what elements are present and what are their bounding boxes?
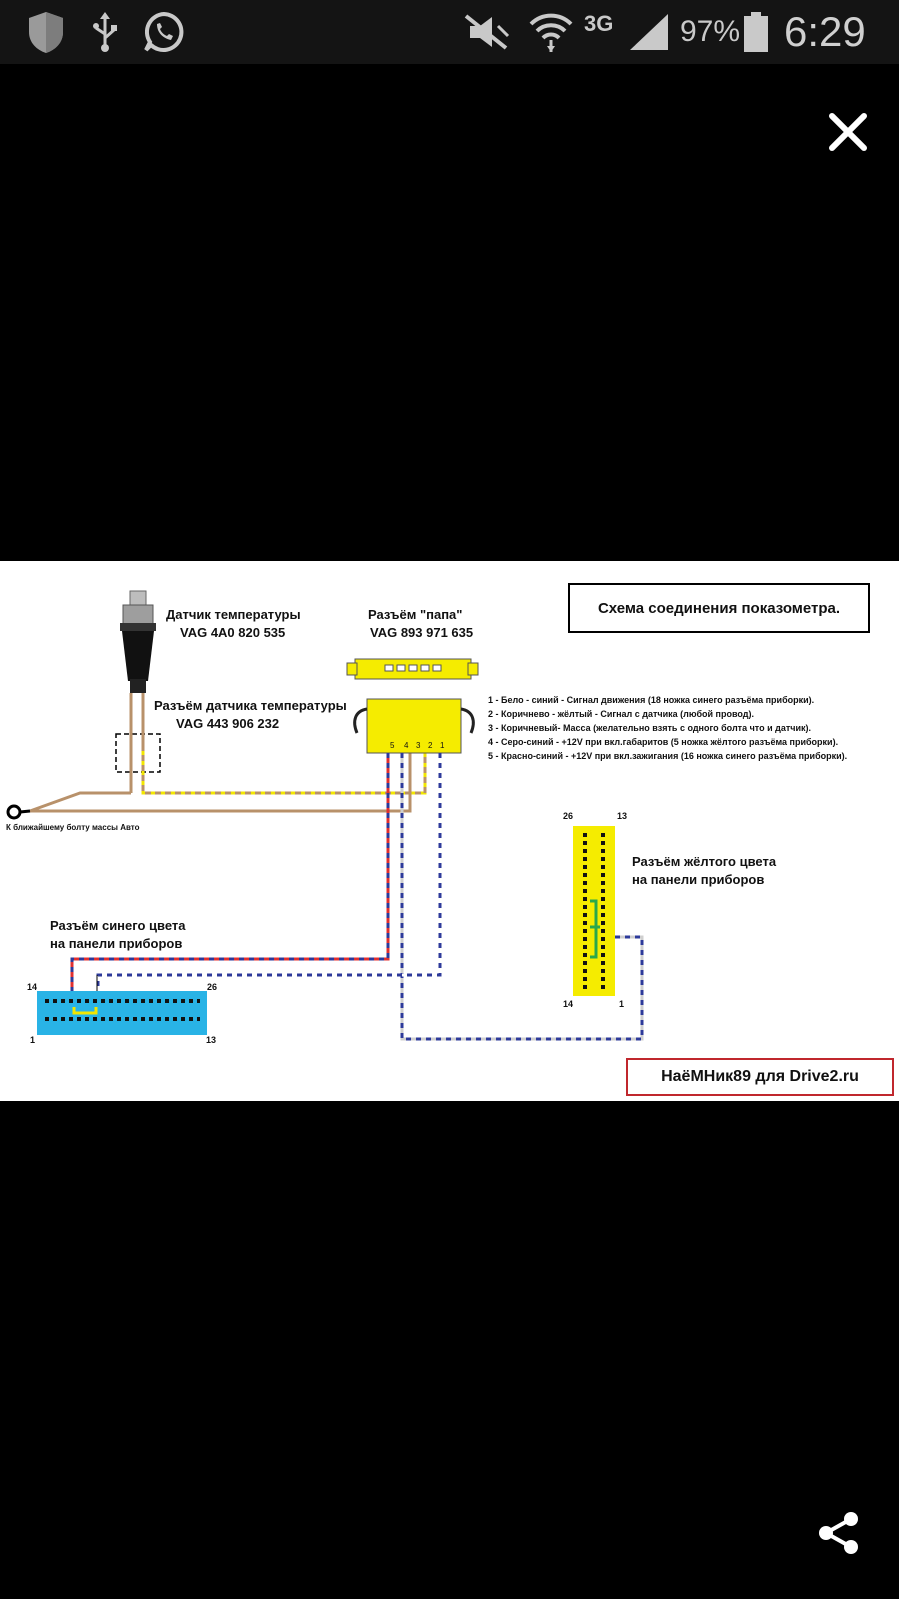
yellow-pin-1: 1 — [619, 999, 625, 1009]
male-connector-top — [346, 658, 479, 680]
shield-icon — [26, 0, 66, 64]
blue-panel-connector — [37, 991, 207, 1035]
yellow-pin-14: 14 — [563, 999, 574, 1009]
yellow-panel-connector — [573, 826, 615, 996]
blue-pin-1: 1 — [30, 1035, 36, 1045]
whatsapp-icon — [142, 0, 186, 64]
wifi-icon — [528, 0, 574, 64]
close-button[interactable] — [826, 110, 870, 154]
wiring-diagram-image[interactable]: Схема соединения показометра. Датчик тем… — [0, 561, 899, 1101]
status-bar: 3G 97% 6:29 — [0, 0, 899, 64]
male-pin-3: 3 — [416, 741, 421, 750]
yellow-connector-label-1: Разъём жёлтого цвета — [632, 854, 777, 869]
male-pin-1: 1 — [440, 741, 445, 750]
legend-item-1: 1 - Бело - синий - Сигнал движения (18 н… — [488, 695, 815, 705]
male-pin-2: 2 — [428, 741, 433, 750]
blue-pin-13: 13 — [206, 1035, 217, 1045]
wiring-diagram — [6, 590, 644, 1041]
mute-icon — [462, 0, 512, 64]
temperature-sensor — [120, 590, 156, 693]
sensor-connector-label: Разъём датчика температуры — [154, 698, 347, 713]
sensor-label: Датчик температуры — [166, 607, 301, 622]
signal-icon — [628, 0, 670, 64]
usb-icon — [90, 0, 120, 64]
sensor-connector-part: VAG 443 906 232 — [176, 716, 280, 731]
male-connector-label: Разъём "папа" — [368, 607, 463, 622]
blue-pin-14: 14 — [27, 982, 38, 992]
share-icon — [819, 1512, 858, 1554]
sensor-part: VAG 4A0 820 535 — [180, 625, 286, 640]
share-button[interactable] — [814, 1508, 864, 1558]
legend-item-2: 2 - Коричнево - жёлтый - Сигнал с датчик… — [488, 709, 754, 719]
yellow-connector-label-2: на панели приборов — [632, 872, 765, 887]
diagram-title: Схема соединения показометра. — [568, 583, 870, 633]
yellow-pin-26: 26 — [563, 811, 574, 821]
blue-pin-26: 26 — [207, 982, 218, 992]
author-credit: НаёМНик89 для Drive2.ru — [626, 1058, 894, 1096]
legend-item-4: 4 - Серо-синий - +12V при вкл.габаритов … — [488, 737, 839, 747]
battery-percent: 97% — [680, 15, 741, 48]
male-pin-5: 5 — [390, 741, 395, 750]
blue-connector-label-2: на панели приборов — [50, 936, 183, 951]
male-connector-body — [353, 698, 475, 754]
ground-label: К ближайшему болту массы Авто — [6, 823, 140, 832]
blue-connector-label-1: Разъём синего цвета — [50, 918, 186, 933]
close-icon — [829, 113, 867, 151]
male-connector-part: VAG 893 971 635 — [370, 625, 474, 640]
sensor-connector-box — [115, 733, 161, 773]
legend-item-5: 5 - Красно-синий - +12V при вкл.зажигани… — [488, 751, 848, 761]
male-pin-4: 4 — [404, 741, 409, 750]
clock: 6:29 — [784, 8, 866, 55]
legend-item-3: 3 - Коричневый- Масса (желательно взять … — [488, 723, 812, 733]
yellow-pin-13: 13 — [617, 811, 628, 821]
network-3g-icon: 3G — [584, 11, 614, 36]
battery-icon — [742, 0, 770, 64]
